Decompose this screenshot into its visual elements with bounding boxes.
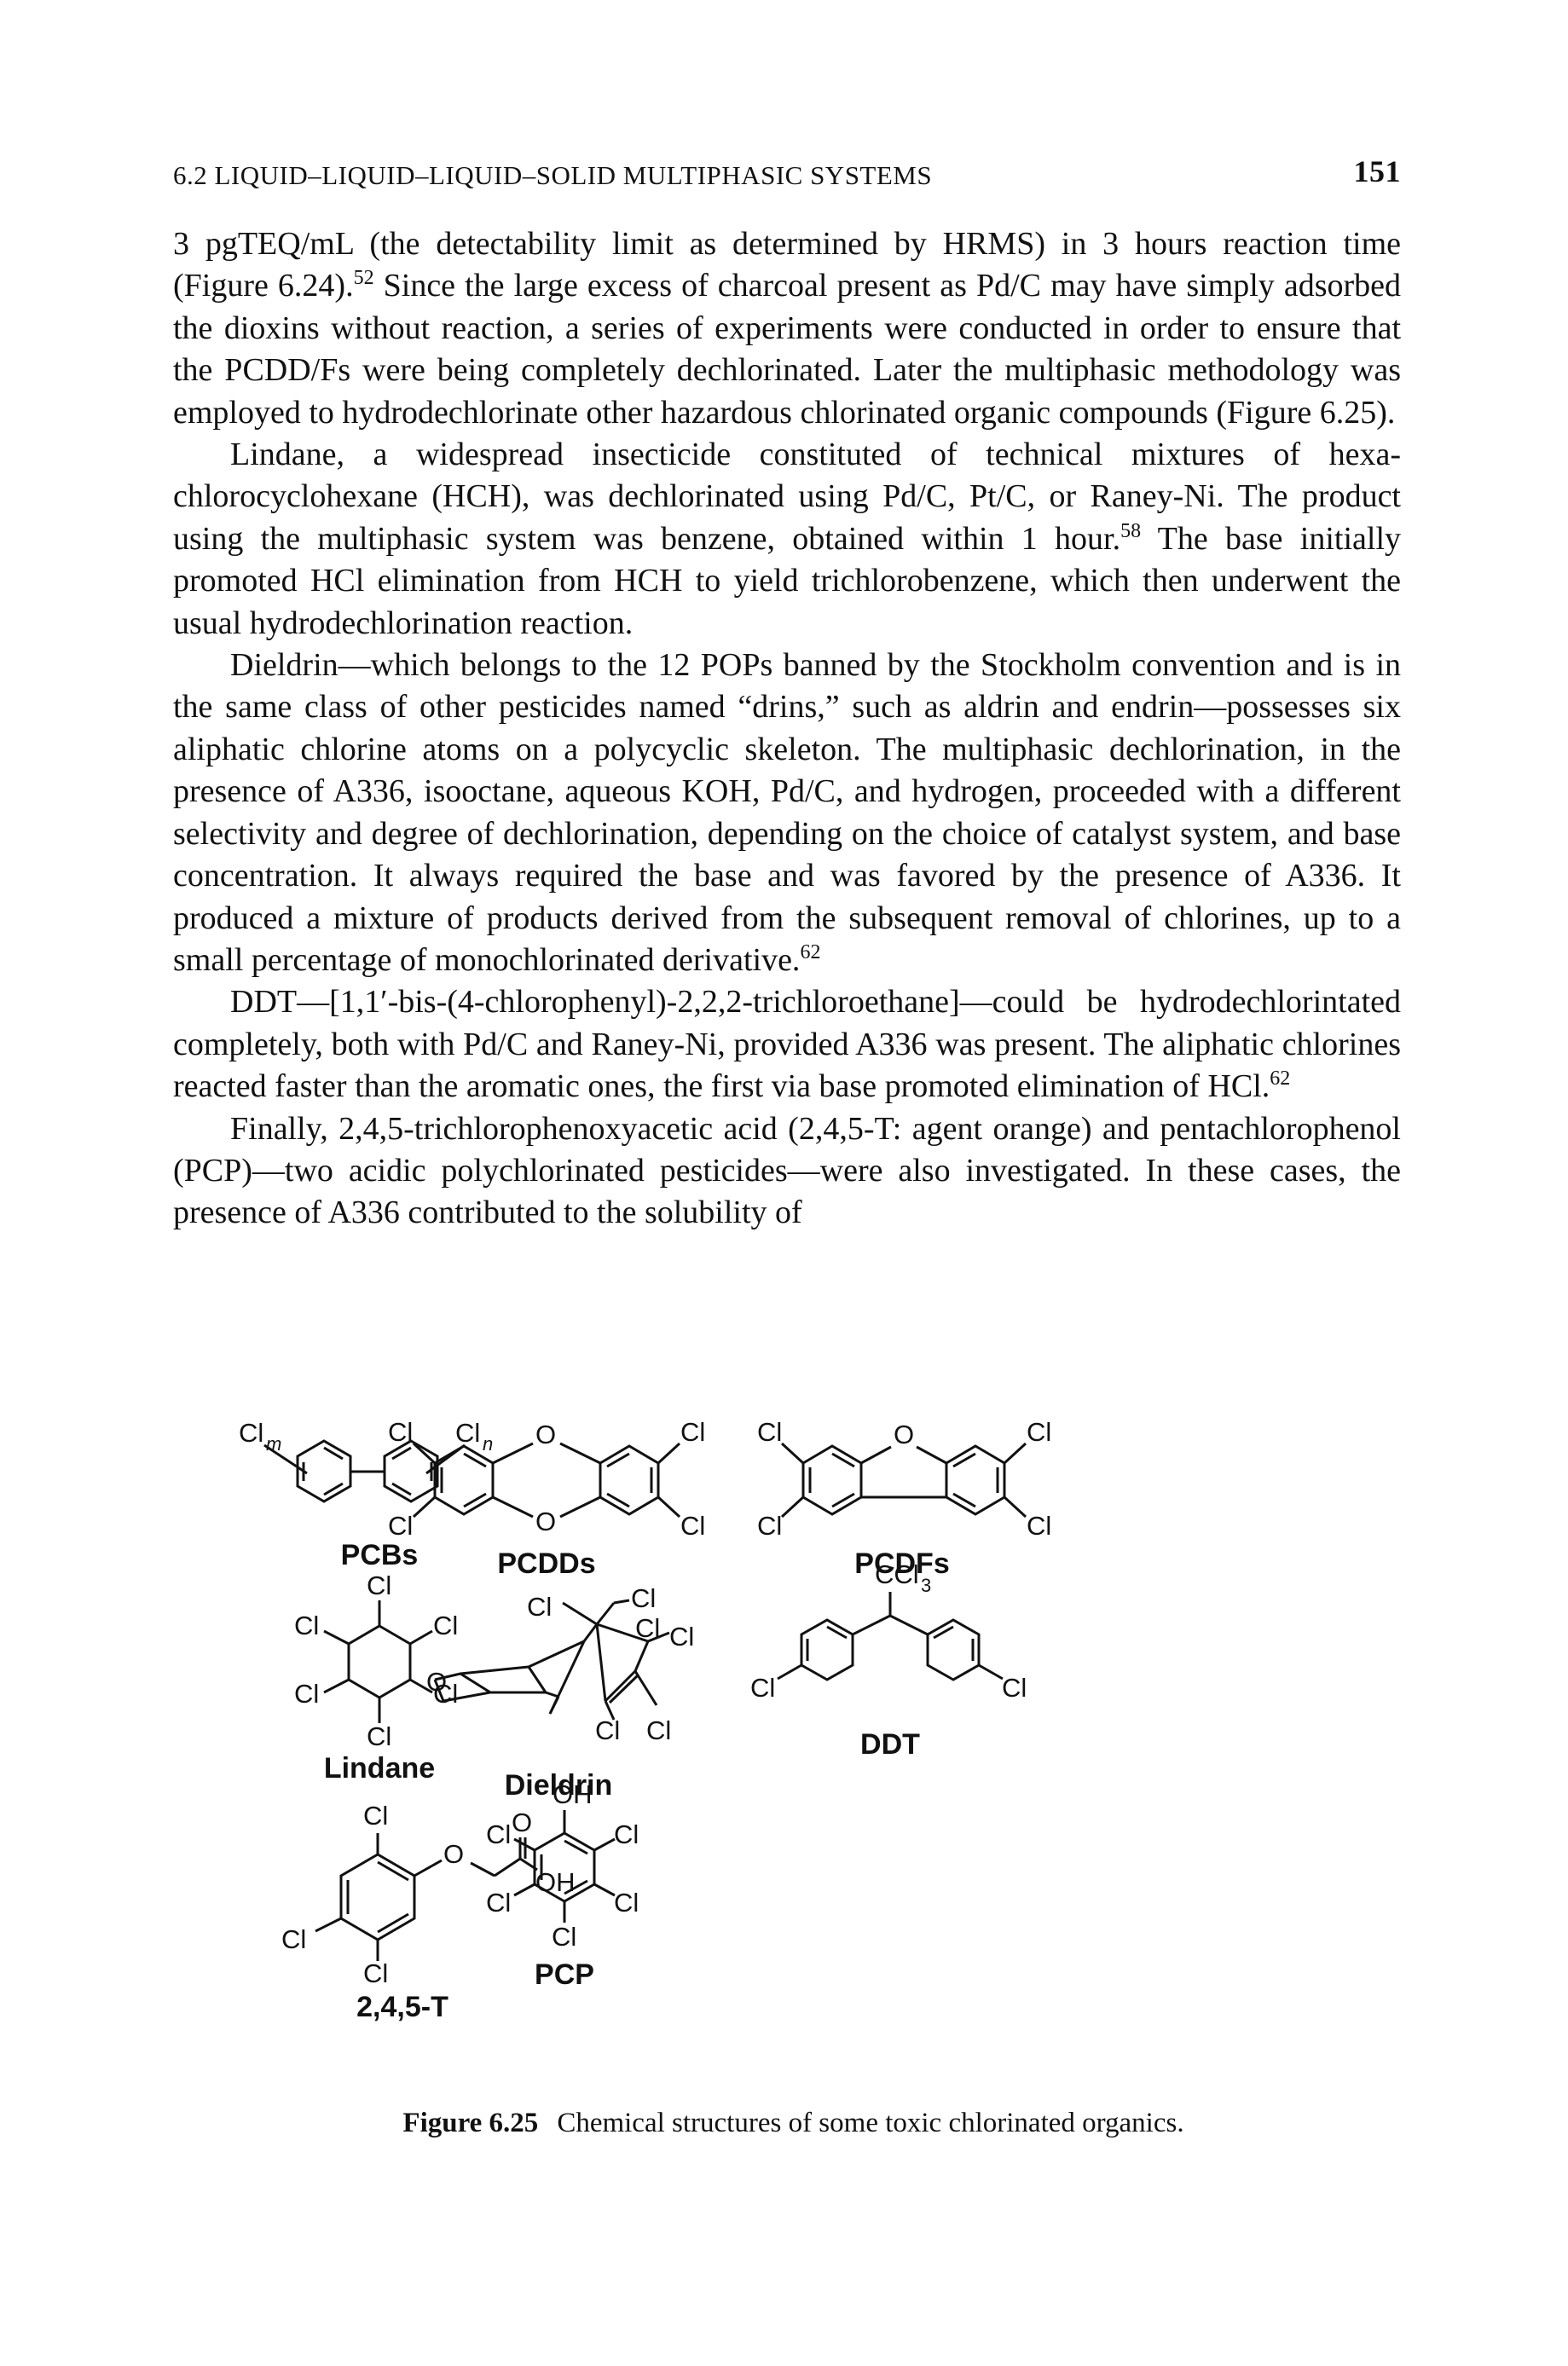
pcbs-sub-m: m — [266, 1433, 281, 1455]
pcdfs-label: PCDFs — [854, 1547, 949, 1580]
citation-superscript: 62 — [1270, 1067, 1291, 1090]
dieldrin-cl-3: Cl — [635, 1613, 660, 1643]
pcdds-o-bottom: O — [535, 1507, 556, 1536]
figure-caption-text: Chemical structures of some toxic chlori… — [557, 2108, 1184, 2138]
t245-cl-2: Cl — [281, 1924, 306, 1954]
paragraph: Finally, 2,4,5-trichlorophenoxyacetic ac… — [173, 1108, 1401, 1235]
pcbs-cl-m: Cl — [239, 1418, 263, 1448]
pcp-oh: OH — [553, 1779, 593, 1809]
pcp-cl-2: Cl — [614, 1819, 639, 1849]
pcdfs-o: O — [894, 1420, 914, 1449]
pcdfs-cl-2: Cl — [757, 1511, 782, 1541]
paragraph: Dieldrin—which belongs to the 12 POPs ba… — [173, 645, 1401, 981]
citation-superscript: 62 — [800, 940, 821, 963]
paragraph-text: Since the large excess of charcoal prese… — [173, 268, 1402, 431]
paragraph: DDT—[1,1′-bis-(4-chlorophenyl)-2,2,2-tri… — [173, 981, 1401, 1108]
paragraph-text: The base initially promoted HCl eliminat… — [173, 520, 1402, 641]
page-number: 151 — [1353, 154, 1401, 188]
pcbs-cl-n: Cl — [455, 1418, 480, 1448]
ddt-ccl3-sub: 3 — [921, 1575, 931, 1596]
ddt-cl-2: Cl — [1002, 1673, 1027, 1703]
lindane-label: Lindane — [324, 1752, 435, 1785]
body-text: 3 pgTEQ/mL (the detectability limit as d… — [173, 223, 1401, 1235]
citation-superscript: 58 — [1120, 519, 1142, 542]
dieldrin-cl-5: Cl — [595, 1715, 620, 1745]
pcdfs-cl-1: Cl — [757, 1417, 782, 1447]
paragraph-text: Dieldrin—which belongs to the 12 POPs ba… — [173, 647, 1401, 978]
dieldrin-structure: O Cl Cl Cl Cl Cl Cl Dieldrin — [426, 1583, 694, 1802]
t245-carbonyl-o: O — [512, 1808, 532, 1837]
t245-cl-1: Cl — [363, 1801, 388, 1831]
paragraph: 3 pgTEQ/mL (the detectability limit as d… — [173, 223, 1401, 434]
pcbs-sub-n: n — [483, 1433, 493, 1455]
lindane-cl-2: Cl — [294, 1611, 319, 1640]
lindane-cl-1: Cl — [367, 1571, 391, 1600]
chemical-structures: Cl m Cl n PCBs O O Cl Cl — [239, 1417, 1051, 2023]
pcp-cl-1: Cl — [486, 1819, 511, 1849]
pcdds-cl-3: Cl — [680, 1417, 705, 1447]
t245-cl-3: Cl — [363, 1958, 388, 1988]
dieldrin-label: Dieldrin — [505, 1769, 613, 1802]
pcdds-cl-1: Cl — [388, 1417, 413, 1447]
pcdfs-cl-4: Cl — [1027, 1511, 1051, 1541]
paragraph-text: Lindane, a widespread insecticide consti… — [173, 437, 1401, 557]
pcdds-cl-2: Cl — [388, 1511, 413, 1541]
lindane-cl-4: Cl — [294, 1679, 319, 1709]
figure-caption: Figure 6.25 Chemical structures of some t… — [0, 2108, 1568, 2139]
paragraph-text: DDT—[1,1′-bis-(4-chlorophenyl)-2,2,2-tri… — [173, 984, 1401, 1105]
pcdfs-structure: O Cl Cl Cl Cl PCDFs — [757, 1417, 1051, 1580]
pcp-cl-5: Cl — [552, 1922, 576, 1952]
lindane-cl-6: Cl — [367, 1721, 391, 1751]
paragraph: Lindane, a widespread insecticide consti… — [173, 434, 1401, 645]
pcbs-structure: Cl m Cl n PCBs — [239, 1418, 493, 1571]
figure-6-25: Cl m Cl n PCBs O O Cl Cl — [171, 1403, 1398, 2123]
dieldrin-cl-1: Cl — [527, 1592, 552, 1622]
pcp-label: PCP — [535, 1958, 594, 1991]
t245-label: 2,4,5-T — [356, 1991, 448, 2023]
paragraph-text: 3 pgTEQ/mL (the detectability limit as d… — [173, 226, 1401, 304]
citation-superscript: 52 — [353, 267, 374, 290]
dieldrin-o: O — [426, 1667, 447, 1697]
figure-caption-label: Figure 6.25 — [402, 2108, 539, 2138]
pcdfs-cl-3: Cl — [1027, 1417, 1051, 1447]
dieldrin-cl-4: Cl — [669, 1622, 694, 1652]
lindane-structure: Cl Cl Cl Cl Cl Cl Lindane — [294, 1571, 458, 1785]
pcdds-label: PCDDs — [497, 1547, 595, 1580]
lindane-cl-3: Cl — [433, 1611, 458, 1640]
ddt-structure: CCl 3 Cl Cl DDT — [750, 1559, 1027, 1761]
pcdds-o-top: O — [535, 1420, 556, 1449]
running-title: 6.2 LIQUID–LIQUID–LIQUID–SOLID MULTIPHAS… — [173, 160, 933, 190]
running-header: 6.2 LIQUID–LIQUID–LIQUID–SOLID MULTIPHAS… — [173, 153, 1401, 196]
pcp-cl-3: Cl — [486, 1888, 511, 1918]
pcbs-label: PCBs — [341, 1539, 419, 1571]
ddt-label: DDT — [860, 1728, 920, 1761]
pcdds-structure: O O Cl Cl Cl Cl PCDDs — [388, 1417, 705, 1580]
ddt-cl-1: Cl — [750, 1673, 775, 1703]
t245-o: O — [443, 1839, 464, 1869]
pcp-cl-4: Cl — [614, 1888, 639, 1918]
t245-structure: Cl O O OH Cl Cl 2,4,5-T — [281, 1801, 576, 2023]
pcp-structure: OH Cl Cl Cl Cl Cl PCP — [486, 1779, 639, 1991]
dieldrin-cl-6: Cl — [646, 1715, 671, 1745]
pcdds-cl-4: Cl — [680, 1511, 705, 1541]
dieldrin-cl-2: Cl — [631, 1583, 656, 1613]
paragraph-text: Finally, 2,4,5-trichlorophenoxyacetic ac… — [173, 1110, 1401, 1231]
ddt-ccl3: CCl — [875, 1559, 919, 1589]
